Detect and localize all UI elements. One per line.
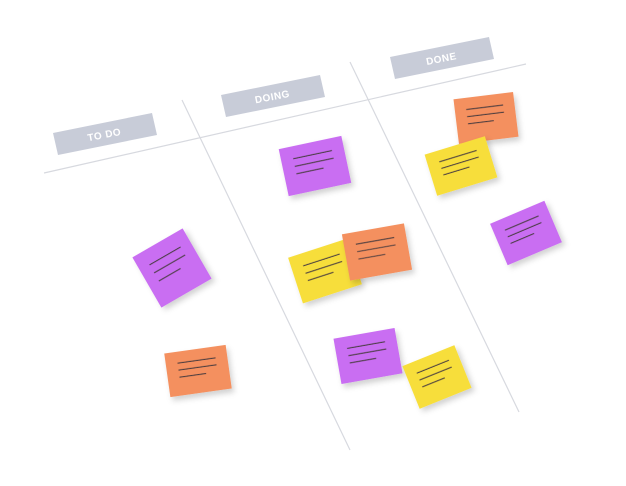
sticky-note-paper [164, 344, 232, 398]
sticky-note-text-line [179, 372, 207, 378]
sticky-note-paper [333, 327, 403, 385]
sticky-note-text-line [443, 166, 470, 176]
sticky-note-yellow[interactable] [424, 136, 498, 196]
column-divider-left [181, 99, 351, 451]
sticky-note-text-line [467, 111, 505, 118]
sticky-note-text-line [358, 253, 386, 260]
sticky-note-yellow[interactable] [402, 345, 472, 409]
column-header-done[interactable]: DONE [390, 37, 494, 79]
sticky-note-text-line [507, 222, 542, 238]
sticky-note-text-line [178, 364, 217, 371]
sticky-note-purple[interactable] [132, 228, 212, 308]
sticky-note-text-line [347, 341, 386, 350]
column-header-done-bg [390, 37, 494, 79]
sticky-note-yellow[interactable] [288, 238, 362, 304]
sticky-note-text-line [302, 253, 340, 267]
sticky-note-text-line [355, 236, 395, 245]
sticky-note-purple[interactable] [333, 327, 403, 385]
sticky-note-paper [490, 200, 562, 266]
column-divider-right [349, 61, 520, 413]
board-grid [43, 61, 527, 451]
sticky-note-text-line [416, 359, 450, 374]
sticky-note-text-line [504, 215, 539, 231]
sticky-note-text-line [357, 244, 396, 253]
sticky-note-paper [132, 228, 212, 308]
sticky-notes [132, 92, 562, 409]
sticky-note-paper [278, 135, 352, 197]
sticky-note-text-line [510, 232, 535, 244]
sticky-note-text-line [348, 348, 387, 357]
sticky-note-text-line [177, 357, 216, 364]
sticky-note-text-line [467, 120, 494, 125]
sticky-note-orange[interactable] [164, 344, 232, 398]
sticky-note-paper [453, 92, 519, 144]
sticky-note-paper [424, 136, 498, 196]
sticky-note-text-line [158, 267, 181, 282]
sticky-note-text-line [293, 150, 333, 160]
sticky-note-text-line [153, 254, 186, 274]
sticky-note-paper [341, 223, 413, 281]
sticky-note-orange[interactable] [341, 223, 413, 281]
sticky-note-text-line [349, 357, 377, 364]
column-header-todo[interactable]: TO DO [53, 113, 157, 155]
sticky-note-text-line [305, 260, 343, 274]
sticky-note-text-line [466, 104, 504, 111]
sticky-note-paper [402, 345, 472, 409]
sticky-note-text-line [307, 271, 334, 282]
sticky-note-purple[interactable] [278, 135, 352, 197]
sticky-note-text-line [419, 366, 452, 381]
column-header-todo-bg [53, 113, 157, 155]
sticky-note-purple[interactable] [490, 200, 562, 266]
sticky-note-text-line [439, 149, 477, 163]
sticky-note-text-line [296, 167, 324, 175]
column-header-doing[interactable]: DOING [221, 75, 325, 117]
header-divider-line [43, 63, 527, 174]
sticky-note-text-line [294, 157, 334, 167]
sticky-note-orange[interactable] [453, 92, 519, 144]
sticky-note-paper [288, 238, 362, 304]
sticky-note-text-line [441, 156, 479, 169]
column-header-doing-bg [221, 75, 325, 117]
sticky-note-text-line [422, 377, 446, 388]
sticky-note-text-line [149, 246, 181, 266]
